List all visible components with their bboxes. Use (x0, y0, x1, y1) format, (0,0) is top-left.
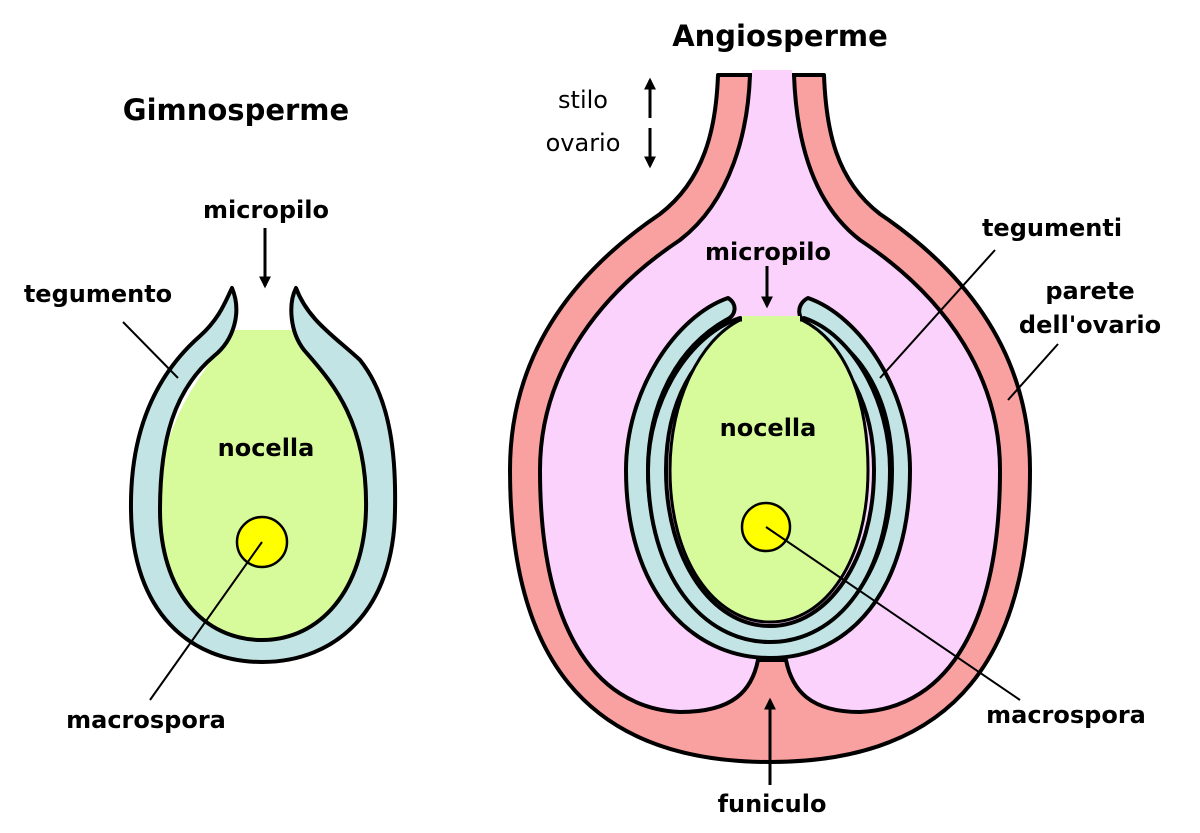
ovary-wall-label-line1: parete (1045, 277, 1134, 305)
gymnosperm-nucellus-label: nocella (218, 434, 315, 462)
angiosperm-nucellus-label: nocella (720, 414, 817, 442)
style-channel (752, 70, 792, 78)
ovary-label: ovario (546, 129, 621, 157)
gymnosperm-megaspore-label: macrospora (66, 706, 226, 734)
gymnosperm-integument-shape (128, 286, 398, 664)
angiosperm-megaspore-leader (765, 526, 1021, 701)
funiculus-label: funiculo (718, 790, 827, 818)
gymnosperm-megaspore-leader (149, 541, 263, 701)
gymnosperm-micropyle-label: micropilo (203, 196, 329, 224)
gymnosperm-title: Gimnosperme (123, 93, 349, 127)
ovary-wall-leader (1007, 343, 1059, 401)
micropyle-gap (742, 316, 800, 322)
integuments-leader (879, 249, 996, 379)
angiosperm-micropyle-label: micropilo (705, 238, 831, 266)
gymnosperm-ovule: Gimnosperme micropilo tegumento nocella … (24, 93, 398, 734)
angiosperm-nucellus-shape (668, 318, 870, 624)
angiosperm-title: Angiosperme (672, 19, 888, 53)
ovary-wall-label-line2: dell'ovario (1019, 311, 1161, 339)
gymnosperm-nucellus-shape (159, 330, 367, 640)
gymnosperm-integument-label: tegumento (24, 280, 172, 308)
angiosperm-ovule: Angiosperme stilo ovario micropilo tegum… (508, 19, 1161, 818)
integuments-label: tegumenti (982, 214, 1122, 242)
style-label: stilo (558, 86, 608, 114)
gymnosperm-integument-leader (122, 321, 179, 379)
angiosperm-megaspore-label: macrospora (986, 701, 1146, 729)
